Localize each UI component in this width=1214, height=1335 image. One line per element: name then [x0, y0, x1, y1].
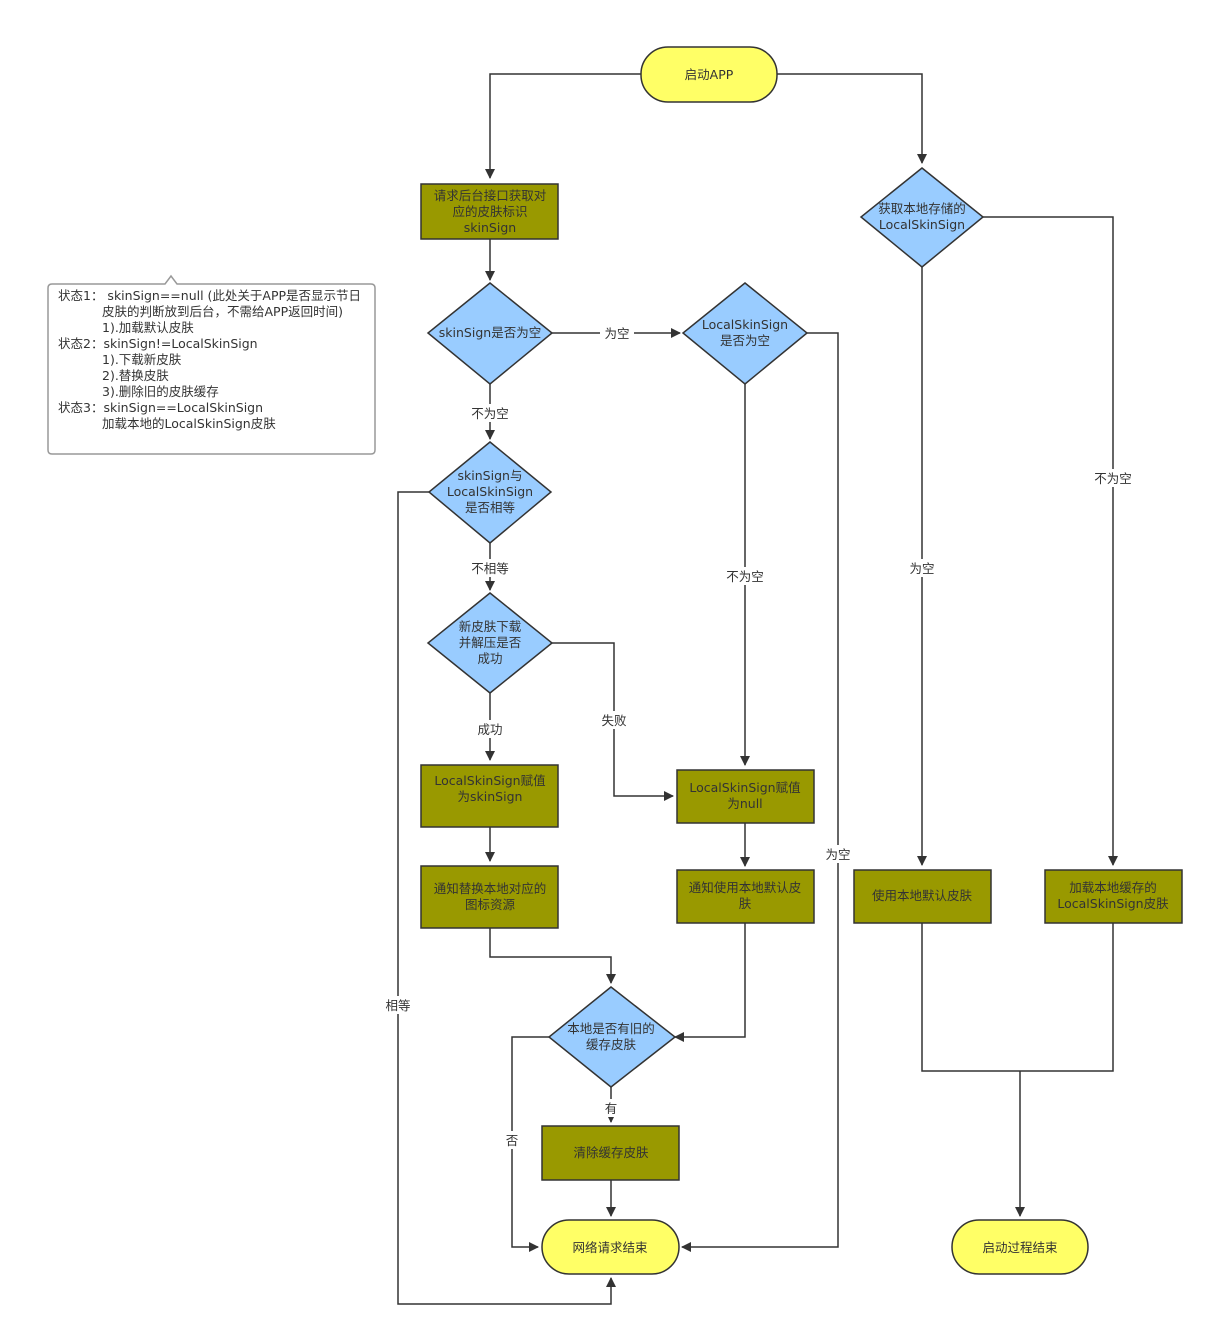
node-use-default-skin-label: 使用本地默认皮肤	[872, 888, 973, 903]
node-assign-null	[676, 769, 815, 824]
node-label-line: LocalSkinSign赋值	[689, 780, 800, 795]
node-clear-cache	[541, 1125, 680, 1181]
note-line-1: 状态1： skinSign==null (此处关于APP是否显示节日	[58, 288, 361, 303]
node-notify-replace-icons	[420, 865, 559, 929]
note-line-9: 加载本地的LocalSkinSign皮肤	[102, 416, 276, 431]
edge-label-no: 否	[506, 1133, 519, 1148]
edge-label-not-empty-3: 不为空	[1094, 471, 1132, 486]
note-line-6: 2).替换皮肤	[102, 368, 169, 383]
node-has-old-cache-label: 本地是否有旧的缓存皮肤	[567, 1021, 655, 1052]
node-get-local-sign	[859, 167, 985, 268]
node-local-sign-empty	[681, 282, 809, 385]
edge-equal-to-end	[397, 491, 616, 1305]
node-use-default-skin	[853, 869, 992, 924]
edge-label-not-empty-2: 不为空	[726, 569, 764, 584]
edge-labels: 为空 不为空 不相等 成功 失败 不为空 为空 相等 有 否 为空 不为空	[381, 324, 1137, 1149]
node-label-line: 使用本地默认皮肤	[872, 888, 973, 903]
node-label-line: LocalSkinSign赋值	[434, 773, 545, 788]
node-label-line: 应的皮肤标识	[452, 204, 527, 219]
edge-label-success: 成功	[477, 722, 502, 737]
node-label-line: LocalSkinSign皮肤	[1057, 896, 1169, 911]
node-label-line: 清除缓存皮肤	[573, 1145, 649, 1160]
node-label-line: 是否为空	[720, 333, 770, 348]
node-notify-replace-icons-label: 通知替换本地对应的图标资源	[434, 881, 547, 912]
node-label-line: 加载本地缓存的	[1069, 880, 1157, 895]
node-label-line: 通知使用本地默认皮	[689, 880, 802, 895]
node-label-line: skinSign	[464, 220, 516, 235]
node-label-line: LocalSkinSign	[702, 317, 788, 332]
node-start-app	[640, 46, 778, 103]
note-line-4: 状态2：skinSign!=LocalSkinSign	[58, 336, 258, 351]
node-clear-cache-label: 清除缓存皮肤	[573, 1145, 649, 1160]
edge-label-is-empty-3: 为空	[909, 561, 934, 576]
node-label-line: 通知替换本地对应的	[434, 881, 547, 896]
node-load-cached-skin	[1044, 869, 1183, 924]
node-label-line: 成功	[477, 651, 502, 666]
edge-label-is-empty-1: 为空	[604, 326, 629, 341]
edge-local-notempty-to-load	[983, 216, 1118, 866]
node-label-line: 肤	[739, 896, 752, 911]
node-request-backend	[420, 183, 559, 240]
note-line-3: 1).加载默认皮肤	[102, 320, 194, 335]
node-download-success-label: 新皮肤下载并解压是否成功	[459, 619, 522, 666]
node-label-line: 并解压是否	[459, 635, 522, 650]
node-label-line: skinSign是否为空	[439, 325, 541, 340]
node-start-app-label: 启动APP	[685, 67, 734, 82]
node-network-end	[541, 1219, 680, 1275]
edge-notify-to-hascache	[489, 928, 616, 984]
node-notify-default-skin-label: 通知使用本地默认皮肤	[689, 880, 802, 911]
edge-label-yes-has: 有	[605, 1101, 618, 1116]
edge-start-to-request	[485, 73, 641, 179]
edges	[397, 73, 1118, 1305]
node-has-old-cache	[547, 986, 677, 1088]
node-label-line: 为skinSign	[458, 789, 523, 804]
node-network-end-label: 网络请求结束	[572, 1240, 648, 1255]
edge-label-not-empty-1: 不为空	[471, 406, 509, 421]
node-label-line: 获取本地存储的	[878, 201, 966, 216]
note-line-2: 皮肤的判断放到后台，不需给APP返回时间)	[102, 304, 343, 319]
edge-localempty-empty-to-end	[681, 332, 839, 1252]
node-label-line: 本地是否有旧的	[567, 1021, 655, 1036]
node-assign-skinsign-label: LocalSkinSign赋值为skinSign	[434, 773, 545, 804]
node-startup-end-label: 启动过程结束	[982, 1240, 1058, 1255]
edge-label-not-equal: 不相等	[471, 561, 509, 576]
node-notify-default-skin	[676, 869, 815, 924]
note-line-8: 状态3：skinSign==LocalSkinSign	[58, 400, 263, 415]
node-assign-skinsign	[420, 764, 559, 828]
node-label-line: 请求后台接口获取对	[434, 188, 547, 203]
edge-notifydefault-to-hascache	[674, 923, 746, 1042]
note-callout: 状态1： skinSign==null (此处关于APP是否显示节日 皮肤的判断…	[47, 274, 376, 455]
edge-default-to-merge	[921, 923, 1114, 1072]
node-label-line: 是否相等	[465, 500, 515, 515]
node-assign-null-label: LocalSkinSign赋值为null	[689, 780, 800, 811]
node-label-line: LocalSkinSign	[447, 484, 533, 499]
node-skinsign-empty-label: skinSign是否为空	[439, 325, 541, 340]
edge-label-equal: 相等	[385, 998, 410, 1013]
node-skinsign-equal	[427, 441, 553, 544]
node-startup-end	[951, 1219, 1089, 1275]
node-label-line: 为null	[727, 796, 762, 811]
edge-label-fail: 失败	[601, 713, 627, 728]
edge-start-to-local	[777, 73, 927, 164]
edge-label-is-empty-2: 为空	[825, 847, 850, 862]
node-label-line: 缓存皮肤	[586, 1037, 637, 1052]
note-box	[47, 274, 376, 455]
node-skinsign-empty	[426, 282, 554, 385]
node-label-line: 图标资源	[465, 897, 516, 912]
node-label-line: skinSign与	[458, 468, 523, 483]
note-line-7: 3).删除旧的皮肤缓存	[102, 384, 219, 399]
node-label-line: 新皮肤下载	[459, 619, 522, 634]
note-line-5: 1).下载新皮肤	[102, 352, 182, 367]
node-download-success	[426, 592, 554, 694]
node-label-line: LocalSkinSign	[879, 217, 965, 232]
